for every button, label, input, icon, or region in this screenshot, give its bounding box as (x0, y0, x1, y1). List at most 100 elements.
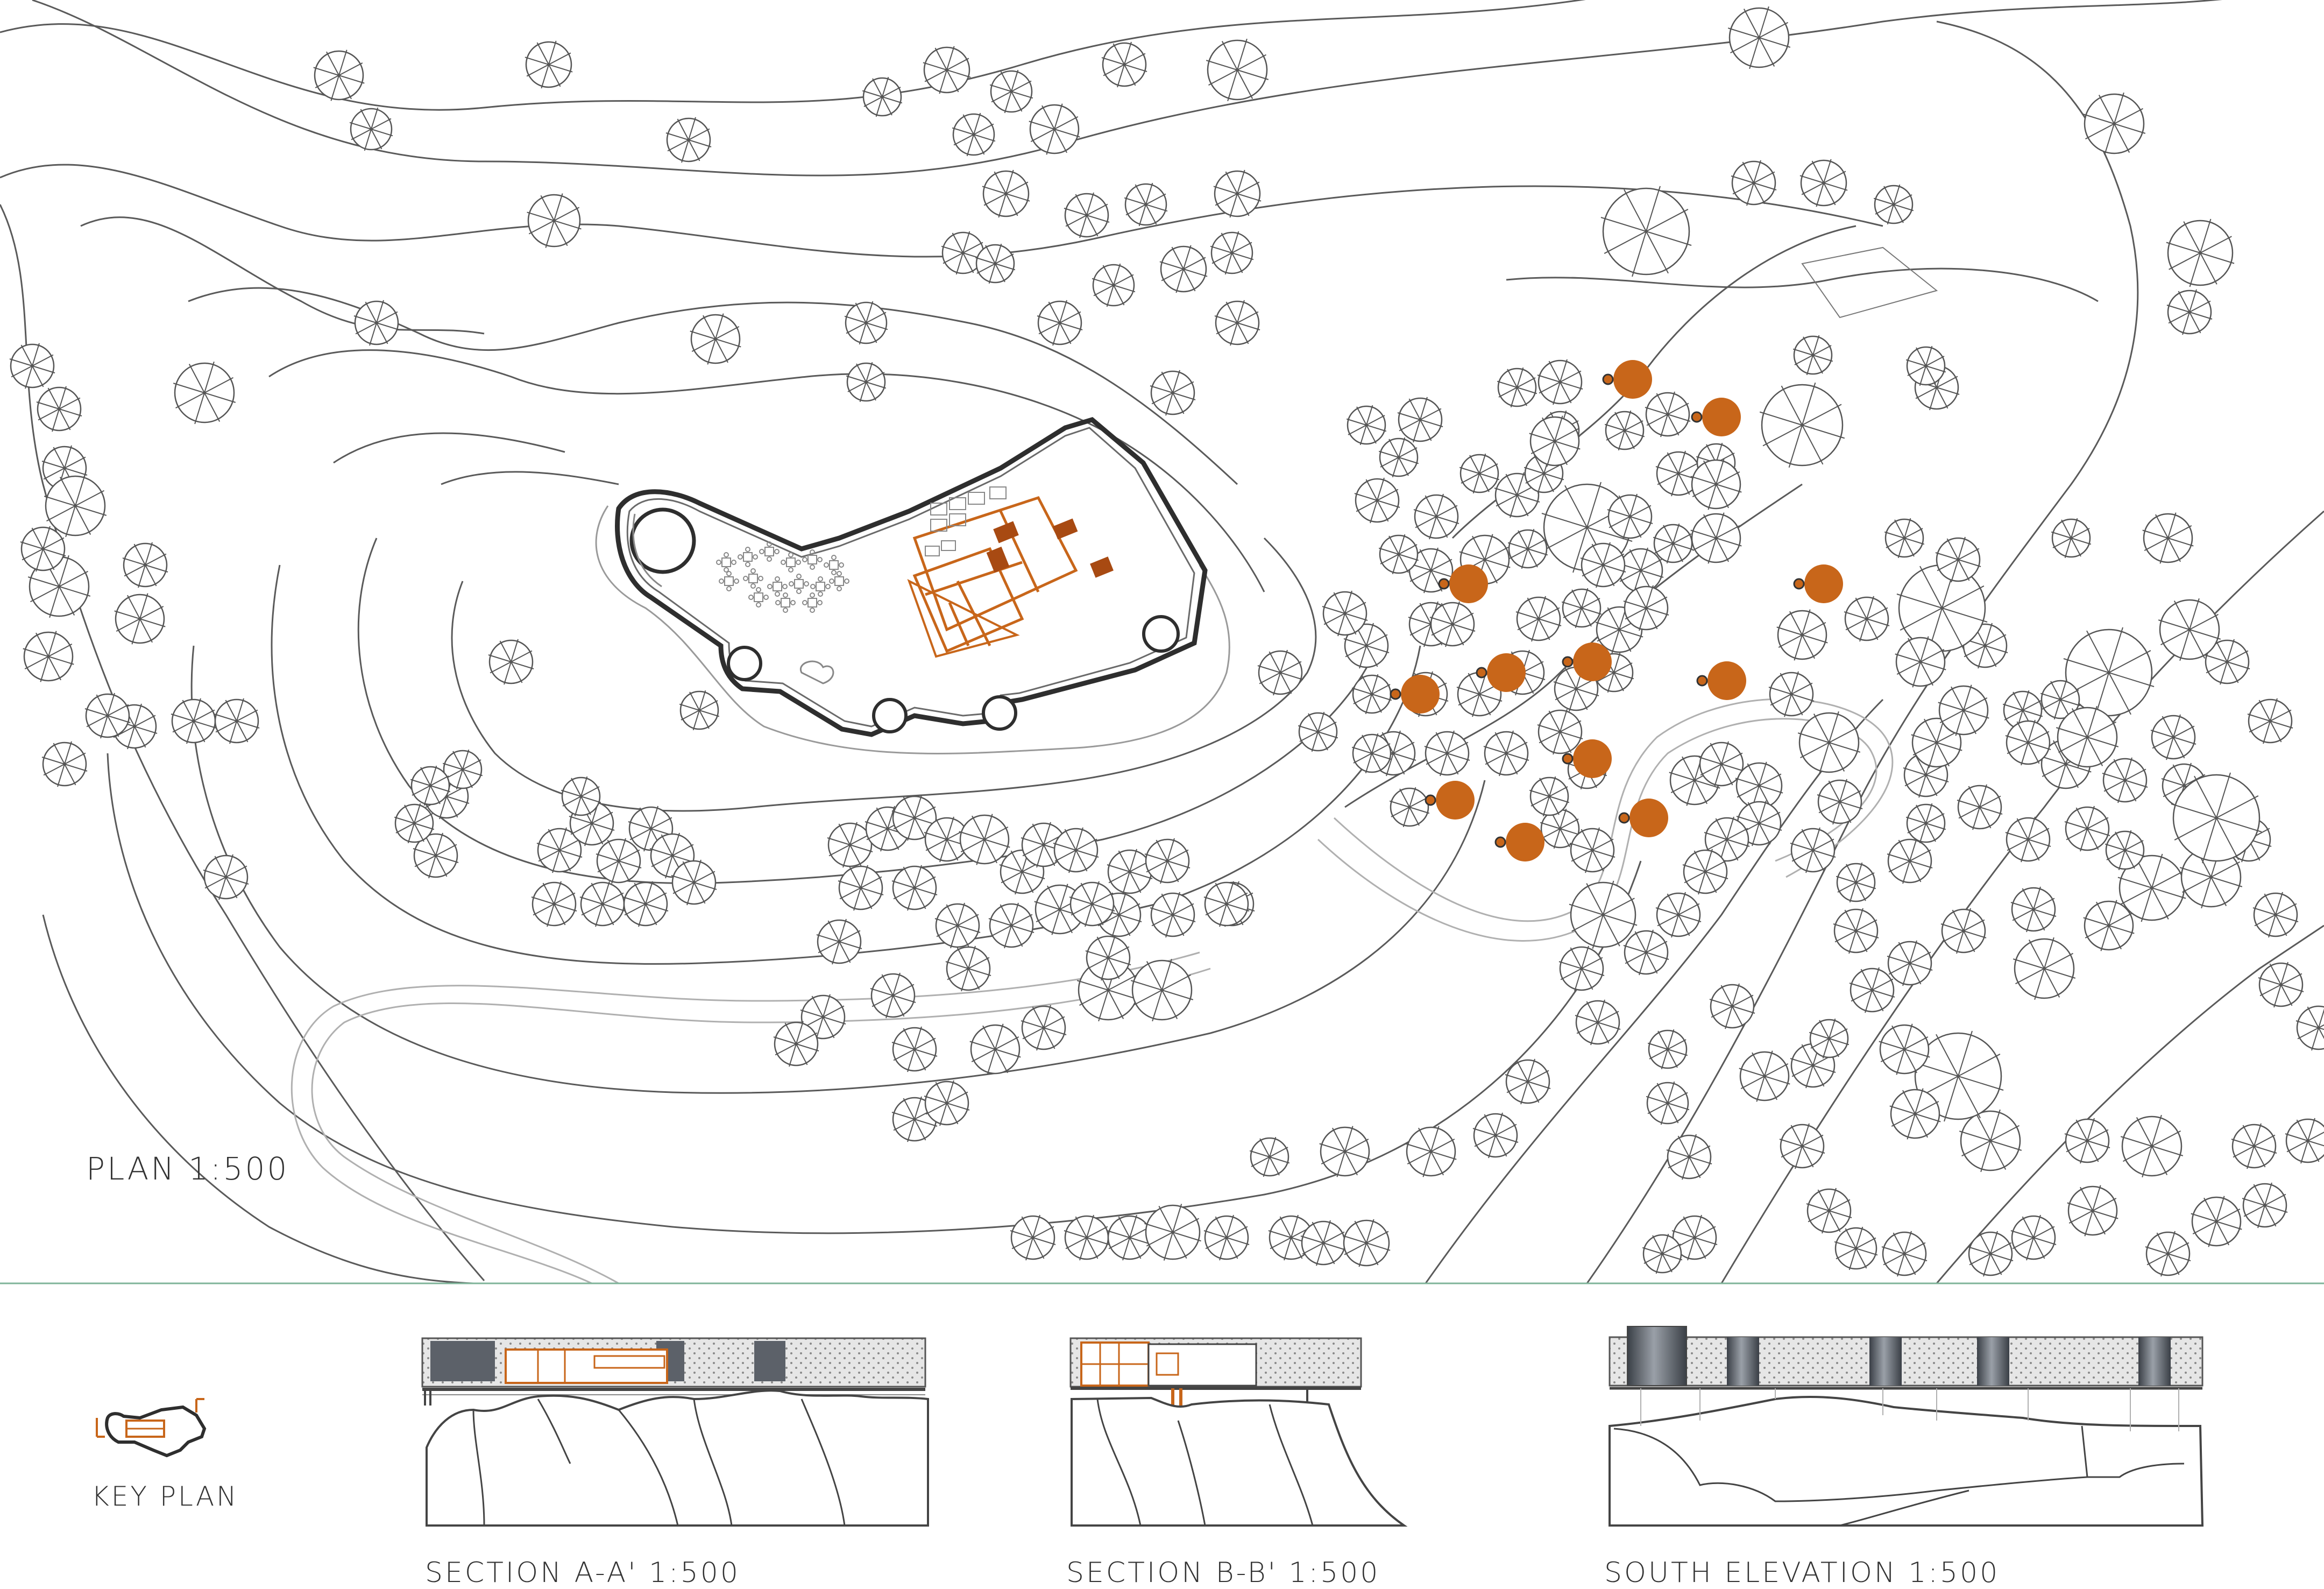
south-elevation-drawing (1609, 1326, 2204, 1527)
orange-tree-symbol (1696, 661, 1746, 700)
orange-tree-symbol (1425, 781, 1475, 820)
tree-symbol (1319, 1126, 1371, 1177)
tree-symbol (531, 881, 577, 927)
tree-symbol (1029, 103, 1080, 155)
tree-symbol (1064, 192, 1110, 238)
terrace-pad-outline (595, 505, 1230, 754)
tree-symbol (1569, 880, 1638, 949)
tree-symbol (1959, 1109, 2022, 1173)
tree-symbol (1647, 1029, 1688, 1070)
section-a-label: SECTION A-A' 1:500 (425, 1557, 740, 1589)
tree-symbol (1935, 536, 1981, 583)
section-a-drawing (421, 1337, 929, 1527)
tree-symbol (1938, 684, 1989, 736)
orange-tree-symbol (1494, 823, 1544, 861)
tree-symbol (410, 765, 451, 806)
tree-symbol (959, 814, 1010, 865)
tree-symbol (1529, 415, 1581, 467)
tree-symbol (1569, 827, 1616, 873)
plan-scale-label: PLAN 1:500 (86, 1150, 289, 1187)
tree-symbol (36, 386, 82, 432)
tree-symbol (1833, 908, 1879, 954)
tree-symbol (2083, 900, 2135, 951)
orange-tree-symbol (1438, 564, 1488, 603)
tree-symbol (579, 881, 626, 927)
tree-symbol (934, 902, 981, 949)
building-wall-outline (615, 416, 1208, 737)
tree-symbol (1849, 967, 1895, 1013)
tree-symbol (1666, 1134, 1712, 1180)
tree-symbol (1731, 160, 1777, 206)
interior-rooms (907, 496, 1114, 658)
tree-symbol (1298, 711, 1338, 752)
tree-symbol (816, 919, 862, 965)
tree-symbol (1101, 41, 1147, 88)
tree-symbol (23, 631, 74, 682)
tree-symbol (1107, 1214, 1153, 1261)
tree-symbol (1797, 711, 1861, 774)
tree-symbol (1957, 784, 2003, 830)
tree-symbol (2142, 512, 2194, 564)
tree-symbol (1709, 983, 1755, 1029)
tree-symbol (2145, 1231, 2191, 1277)
tree-symbol (1092, 263, 1136, 307)
tree-symbol (1107, 849, 1153, 895)
tree-symbol (1322, 590, 1368, 637)
tree-symbol (1257, 649, 1303, 696)
tree-symbol (1834, 1226, 1878, 1270)
tree-symbol (1905, 803, 1946, 844)
tree-symbol (1887, 838, 1933, 884)
tree-symbol (2120, 1114, 2184, 1178)
cylinder-core (727, 646, 762, 681)
section-b-drawing (1069, 1337, 1408, 1527)
cylinder-core (629, 507, 696, 574)
tree-symbol (2285, 1118, 2324, 1164)
tree-symbol (173, 361, 236, 425)
tree-symbol (2150, 714, 2197, 760)
tree-symbol (2166, 289, 2213, 335)
key-plan-diagram (96, 1398, 207, 1458)
tree-symbol (2204, 639, 2250, 685)
orange-tree-symbols (1390, 360, 1843, 861)
tree-symbol (671, 859, 717, 906)
tree-symbol (1144, 1204, 1201, 1261)
orange-tree-symbol (1390, 675, 1440, 714)
table-symbol (767, 576, 788, 597)
tree-symbol (2252, 892, 2299, 938)
tree-symbol (1497, 367, 1537, 408)
tree-symbol (1881, 1231, 1928, 1277)
tree-symbol (1558, 945, 1605, 992)
tree-symbol (596, 838, 642, 884)
tree-symbol (1889, 1088, 1941, 1140)
tree-symbol (1884, 518, 1925, 559)
tree-symbol (2064, 1118, 2110, 1164)
tree-symbol (1727, 6, 1791, 69)
tree-symbol (1940, 908, 1987, 954)
orange-tree-symbol (1793, 564, 1843, 603)
tree-symbol (1911, 717, 1962, 768)
tree-symbol (1792, 335, 1833, 376)
tree-symbol (1515, 596, 1562, 642)
tree-symbol (1806, 1188, 1852, 1234)
furniture-layout (716, 541, 849, 613)
tree-symbol (1159, 245, 1208, 293)
tree-symbol (84, 693, 131, 739)
tree-symbol (1698, 741, 1745, 787)
tree-symbol (2171, 772, 2262, 864)
tree-symbol (1653, 523, 1694, 564)
tree-symbol (2040, 679, 2081, 720)
tree-symbol (982, 170, 1030, 218)
tree-symbol (1690, 512, 1742, 564)
tree-symbol (1037, 300, 1083, 346)
tree-symbol (1887, 940, 1933, 986)
table-symbol (719, 571, 739, 591)
tree-symbol (1790, 827, 1836, 873)
tree-symbol (862, 76, 903, 117)
tree-symbol (394, 803, 435, 844)
building-plan (615, 416, 1208, 737)
table-symbol (716, 552, 736, 573)
table-symbol (743, 568, 763, 589)
tree-symbol (1623, 929, 1669, 976)
tree-symbol (527, 193, 582, 248)
tree-symbol (1130, 958, 1194, 1022)
